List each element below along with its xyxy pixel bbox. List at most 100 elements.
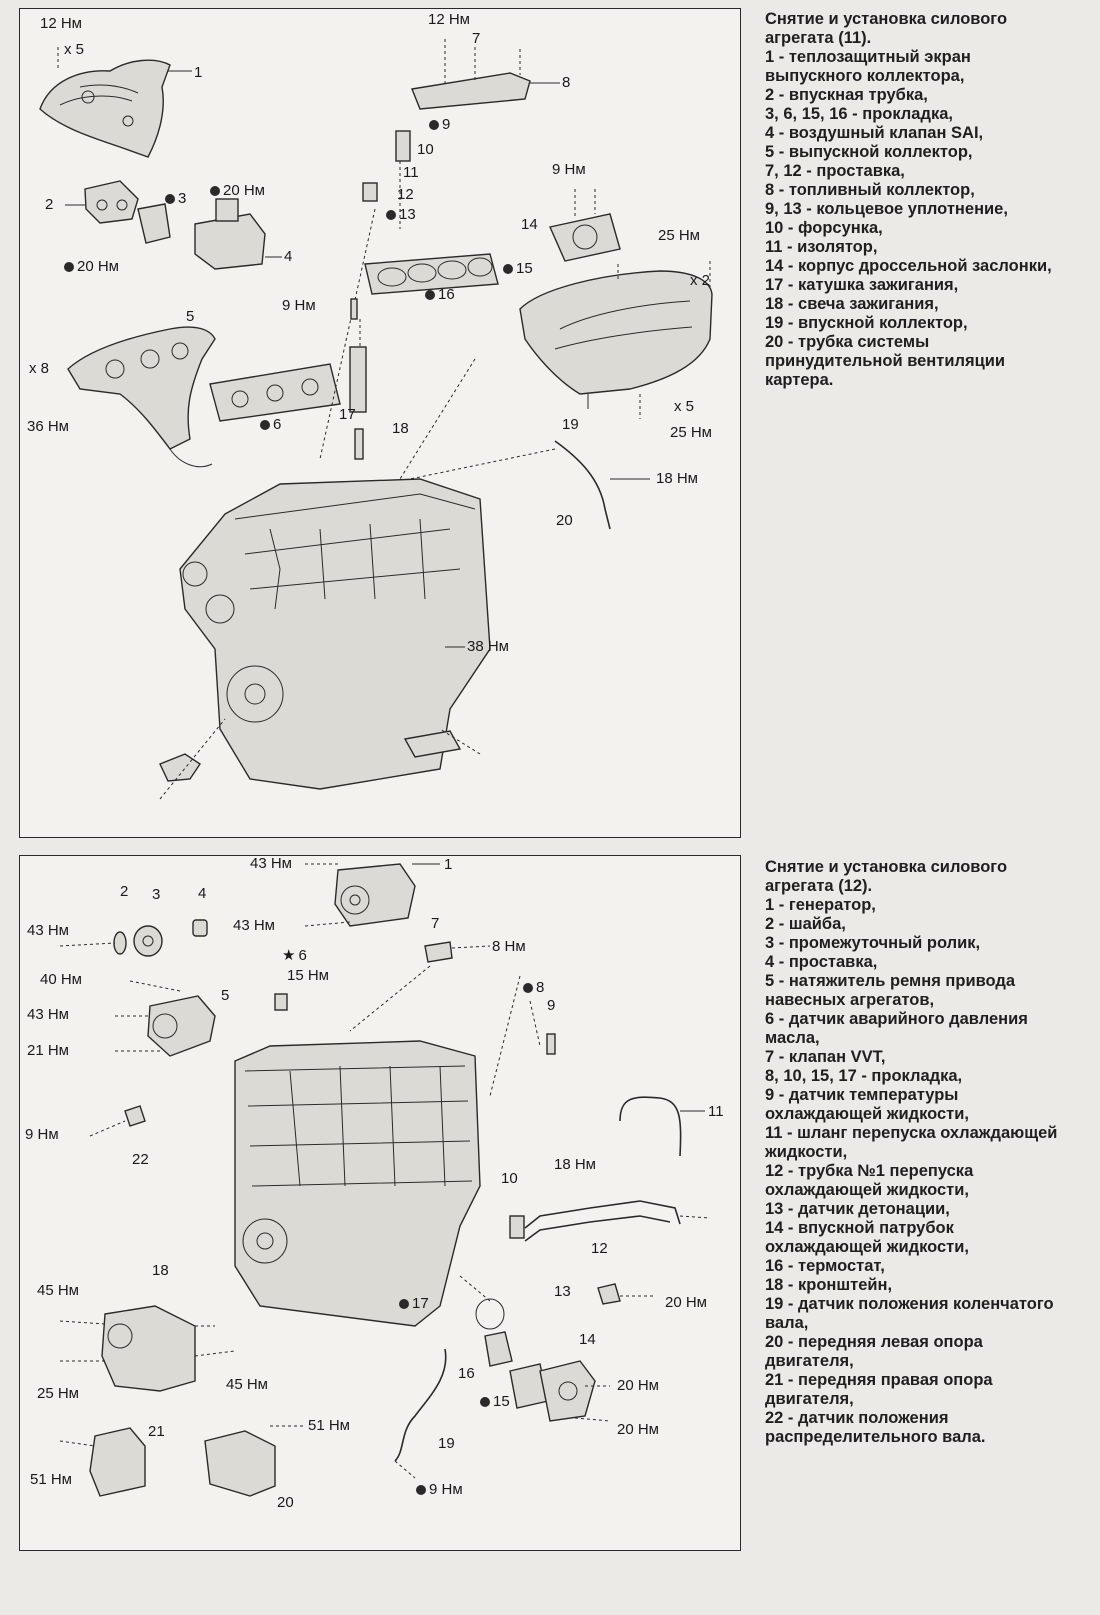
label-torque: 45 Нм bbox=[37, 1282, 79, 1299]
label-part-6: 6 bbox=[282, 948, 306, 964]
legend-item: 9 - датчик температуры охлаждающей жидко… bbox=[765, 1086, 969, 1123]
diagram-2-drawing bbox=[59, 863, 711, 1497]
label-torque: 18 Нм bbox=[656, 470, 698, 487]
label-torque: 12 Нм bbox=[428, 11, 470, 28]
label-part-1: 1 bbox=[444, 856, 453, 873]
legend-item: 10 - форсунка, bbox=[765, 219, 883, 237]
label-torque: 40 Нм bbox=[40, 971, 82, 988]
legend-item: 4 - проставка, bbox=[765, 953, 878, 971]
legend-item: 11 - шланг перепуска охлаждающей жидкост… bbox=[765, 1124, 1058, 1161]
label-part-11: 11 bbox=[708, 1103, 724, 1120]
label-part-12: 12 bbox=[591, 1240, 608, 1257]
legend-item: 22 - датчик положения распределительного… bbox=[765, 1409, 986, 1446]
label-torque: 36 Нм bbox=[27, 418, 69, 435]
label-torque: 20 Нм bbox=[64, 259, 119, 275]
label-torque: 20 Нм bbox=[617, 1377, 659, 1394]
label-torque: 12 Нм bbox=[40, 15, 82, 32]
label-part-20: 20 bbox=[277, 1494, 294, 1511]
label-torque: 9 Нм bbox=[552, 161, 586, 178]
label-part-8: 8 bbox=[523, 980, 544, 996]
label-qty: x 8 bbox=[29, 360, 50, 377]
label-part-6: 6 bbox=[260, 417, 281, 433]
label-torque: 8 Нм bbox=[492, 938, 526, 955]
label-part-17: 17 bbox=[339, 406, 356, 423]
label-torque: 25 Нм bbox=[670, 424, 712, 441]
label-torque: 18 Нм bbox=[554, 1156, 596, 1173]
label-torque: 43 Нм bbox=[250, 855, 292, 872]
legend-item: 14 - корпус дроссельной заслонки, bbox=[765, 257, 1052, 275]
label-part-20: 20 bbox=[556, 512, 573, 529]
label-part-22: 22 bbox=[132, 1151, 149, 1168]
label-torque: 43 Нм bbox=[233, 917, 275, 934]
label-part-9: 9 bbox=[429, 117, 450, 133]
label-part-1: 1 bbox=[194, 64, 203, 81]
label-qty: x 5 bbox=[674, 398, 695, 415]
legend-item: 16 - термостат, bbox=[765, 1257, 885, 1275]
label-part-12: 12 bbox=[397, 186, 414, 203]
label-part-4: 4 bbox=[284, 248, 293, 265]
legend-item: 19 - датчик положения коленчатого вала, bbox=[765, 1295, 1054, 1332]
legend-item: 1 - теплозащитный экран выпускного колле… bbox=[765, 48, 971, 85]
legend-title: Снятие и установка силового агрегата (11… bbox=[765, 10, 1008, 47]
legend-item: 12 - трубка №1 перепуска охлаждающей жид… bbox=[765, 1162, 974, 1199]
label-torque: 43 Нм bbox=[27, 922, 69, 939]
legend-item: 7, 12 - проставка, bbox=[765, 162, 905, 180]
label-torque: 51 Нм bbox=[308, 1417, 350, 1434]
legend-item: 3, 6, 15, 16 - прокладка, bbox=[765, 105, 953, 123]
label-part-9: 9 bbox=[547, 997, 556, 1014]
label-part-19: 19 bbox=[438, 1435, 455, 1452]
label-torque: 51 Нм bbox=[30, 1471, 72, 1488]
legend-item: 6 - датчик аварийного давления масла, bbox=[765, 1010, 1028, 1047]
legend-item: 11 - изолятор, bbox=[765, 238, 878, 256]
label-part-15: 15 bbox=[480, 1394, 510, 1410]
label-part-17: 17 bbox=[399, 1296, 429, 1312]
label-part-3: 3 bbox=[152, 886, 161, 903]
label-torque: 20 Нм bbox=[617, 1421, 659, 1438]
label-part-15: 15 bbox=[503, 261, 533, 277]
label-torque: 9 Нм bbox=[25, 1126, 59, 1143]
legend-item: 20 - трубка системы принудительной венти… bbox=[765, 333, 1006, 389]
label-part-5: 5 bbox=[221, 987, 230, 1004]
label-torque: 21 Нм bbox=[27, 1042, 69, 1059]
label-part-3: 3 bbox=[165, 191, 186, 207]
label-torque: 15 Нм bbox=[287, 967, 329, 984]
label-part-18: 18 bbox=[392, 420, 409, 437]
label-torque: 43 Нм bbox=[27, 1006, 69, 1023]
label-part-14: 14 bbox=[521, 216, 538, 233]
legend-item: 3 - промежуточный ролик, bbox=[765, 934, 981, 952]
legend-item: 7 - клапан VVT, bbox=[765, 1048, 886, 1066]
label-part-13: 13 bbox=[386, 207, 416, 223]
label-torque: 9 Нм bbox=[416, 1482, 463, 1498]
legend-1: Снятие и установка силового агрегата (11… bbox=[765, 10, 1065, 390]
label-part-19: 19 bbox=[562, 416, 579, 433]
label-part-16: 16 bbox=[458, 1365, 475, 1382]
legend-item: 21 - передняя правая опора двигателя, bbox=[765, 1371, 993, 1408]
legend-item: 13 - датчик детонации, bbox=[765, 1200, 950, 1218]
legend-item: 14 - впускной патрубок охлаждающей жидко… bbox=[765, 1219, 969, 1256]
label-torque: 20 Нм bbox=[665, 1294, 707, 1311]
legend-item: 19 - впускной коллектор, bbox=[765, 314, 968, 332]
label-qty: x 5 bbox=[64, 41, 85, 58]
label-torque: 25 Нм bbox=[658, 227, 700, 244]
legend-item: 8 - топливный коллектор, bbox=[765, 181, 975, 199]
label-part-11: 11 bbox=[403, 164, 419, 181]
legend-item: 8, 10, 15, 17 - прокладка, bbox=[765, 1067, 963, 1085]
legend-item: 2 - шайба, bbox=[765, 915, 846, 933]
label-qty: x 2 bbox=[690, 272, 711, 289]
legend-item: 1 - генератор, bbox=[765, 896, 876, 914]
label-part-2: 2 bbox=[120, 883, 129, 900]
legend-item: 2 - впускная трубка, bbox=[765, 86, 928, 104]
label-part-10: 10 bbox=[417, 141, 434, 158]
label-torque: 45 Нм bbox=[226, 1376, 268, 1393]
label-part-16: 16 bbox=[425, 287, 455, 303]
label-part-21: 21 bbox=[148, 1423, 165, 1440]
legend-item: 9, 13 - кольцевое уплотнение, bbox=[765, 200, 1008, 218]
legend-item: 5 - выпускной коллектор, bbox=[765, 143, 973, 161]
legend-title: Снятие и установка силового агрегата (12… bbox=[765, 858, 1008, 895]
legend-item: 18 - кронштейн, bbox=[765, 1276, 893, 1294]
label-part-7: 7 bbox=[431, 915, 440, 932]
label-part-4: 4 bbox=[198, 885, 207, 902]
legend-item: 5 - натяжитель ремня привода навесных аг… bbox=[765, 972, 1016, 1009]
label-part-2: 2 bbox=[45, 196, 54, 213]
legend-item: 4 - воздушный клапан SAI, bbox=[765, 124, 984, 142]
